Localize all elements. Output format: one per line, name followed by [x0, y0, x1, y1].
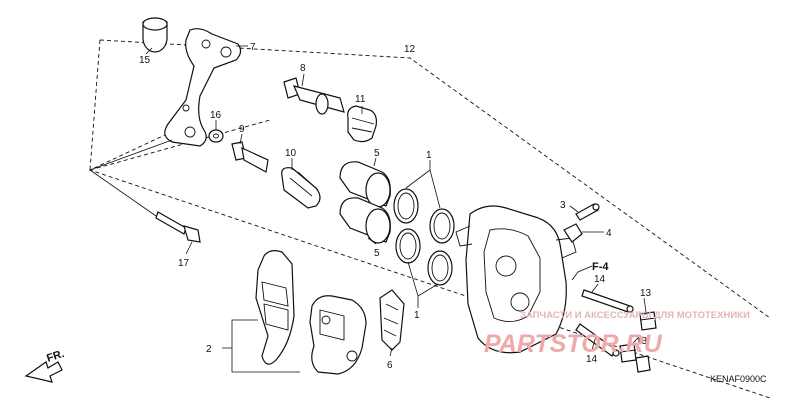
brake-pad-left-part[interactable] — [255, 250, 295, 365]
callout-14-lower: 14 — [586, 354, 598, 365]
callout-5-upper: 5 — [374, 148, 380, 159]
piston-seal-upper-left[interactable] — [393, 188, 419, 224]
callout-12: 12 — [404, 44, 416, 55]
washer-part[interactable] — [208, 129, 224, 143]
piston-seal-upper-right[interactable] — [429, 208, 455, 244]
callout-8: 8 — [300, 63, 306, 74]
piston-lower-part[interactable] — [339, 197, 391, 244]
bleeder-cap-part[interactable] — [563, 223, 583, 243]
watermark-brand: PARTSTOR.RU — [484, 330, 663, 358]
callout-13-upper: 13 — [640, 288, 652, 299]
callout-4: 4 — [606, 228, 612, 239]
pad-pin-upper-part[interactable] — [581, 289, 634, 313]
callout-14-upper: 14 — [594, 274, 606, 285]
pin-plug-upper-part[interactable] — [639, 311, 657, 331]
callout-11: 11 — [355, 94, 366, 105]
reference-f4: F-4 — [592, 261, 609, 273]
callout-6: 6 — [387, 360, 393, 371]
callout-7: 7 — [250, 42, 256, 53]
bolt-part[interactable] — [155, 211, 201, 243]
callout-3: 3 — [560, 200, 566, 211]
callout-15: 15 — [139, 55, 151, 66]
small-slide-pin-part[interactable] — [231, 141, 269, 173]
callout-5-lower: 5 — [374, 248, 380, 259]
caliper-body-part[interactable] — [455, 205, 577, 354]
caliper-bracket-part[interactable] — [164, 28, 242, 147]
leader-lines — [89, 45, 647, 373]
pad-spring-part[interactable] — [379, 289, 405, 351]
callout-10: 10 — [285, 148, 297, 159]
pin-boot-part[interactable] — [347, 105, 377, 143]
callout-17: 17 — [178, 258, 190, 269]
pad-pin-lower-part[interactable] — [575, 323, 620, 357]
bleeder-screw-part[interactable] — [575, 203, 600, 221]
piston-upper-part[interactable] — [339, 161, 391, 208]
callout-1-upper: 1 — [426, 150, 432, 161]
callout-1-lower: 1 — [414, 310, 420, 321]
piston-seal-lower-left[interactable] — [395, 228, 421, 264]
callout-16: 16 — [210, 110, 222, 121]
pin-plug-nut-part[interactable] — [635, 355, 651, 373]
bushing-part[interactable] — [142, 17, 168, 53]
callout-2: 2 — [206, 344, 212, 355]
callout-9: 9 — [239, 124, 245, 135]
front-direction-label: FR. — [45, 348, 66, 365]
watermark-tagline: ЗАПЧАСТИ И АКСЕССУАРЫ ДЛЯ МОТОТЕХНИКИ — [520, 310, 750, 321]
callout-13-lower: 13 — [636, 336, 648, 347]
front-direction-arrow — [24, 361, 63, 383]
diagram-code: KENAF0900C — [710, 374, 767, 384]
brake-pad-right-part[interactable] — [309, 295, 367, 375]
caliper-bushing-part[interactable] — [281, 167, 321, 209]
piston-seal-lower-right[interactable] — [427, 250, 453, 286]
slide-pin-part[interactable] — [283, 77, 345, 115]
